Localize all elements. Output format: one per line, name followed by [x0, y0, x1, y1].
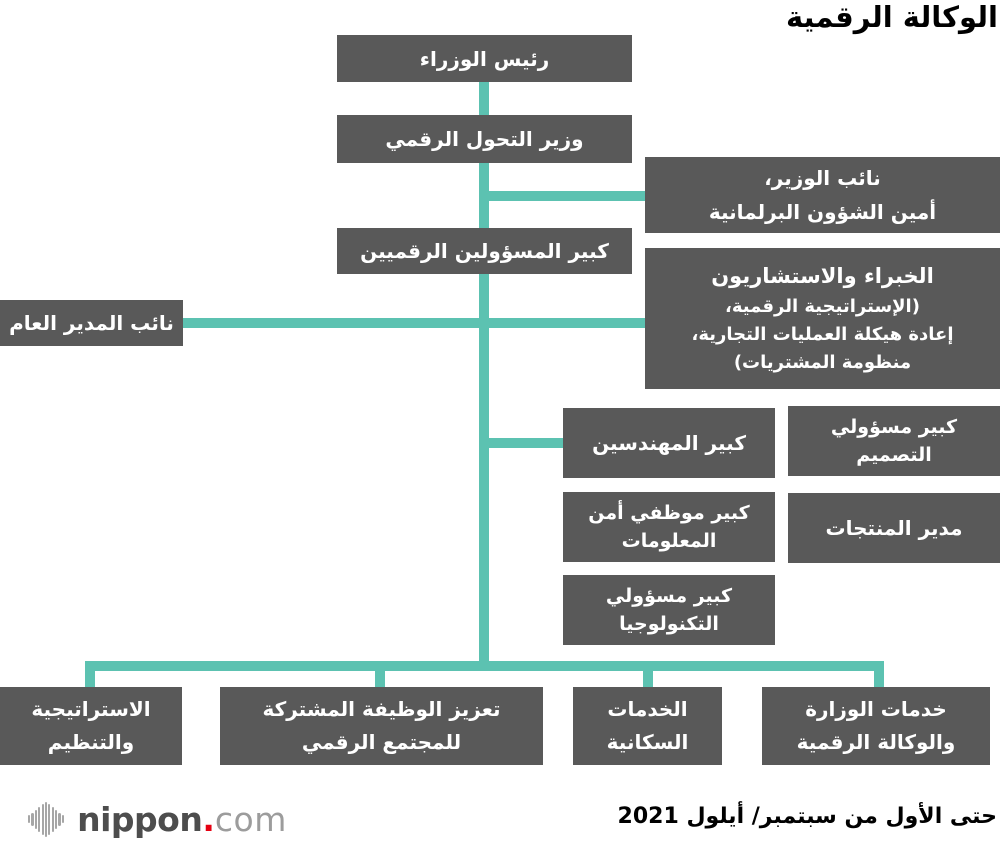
org-box-chief-design-officer: كبير مسؤولي التصميم	[788, 406, 1000, 476]
org-box-label: الخبراء والاستشاريون	[711, 264, 934, 289]
org-box-label: كبير المسؤولين الرقميين	[360, 239, 609, 263]
org-box-deputy-director-general: نائب المدير العام	[0, 300, 183, 346]
org-box-chief-engineers: كبير المهندسين	[563, 408, 775, 478]
org-box-chief-information-security-officer: كبير موظفي أمن المعلومات	[563, 492, 775, 562]
org-box-label: كبير مسؤولي التصميم	[830, 415, 958, 467]
org-box-product-manager: مدير المنتجات	[788, 493, 1000, 563]
org-box-digital-society-common-function: تعزيز الوظيفة المشتركة للمجتمع الرقمي	[220, 687, 543, 765]
logo-dot: .	[202, 799, 215, 839]
org-box-population-services: الخدمات السكانية	[573, 687, 722, 765]
date-footnote: حتى الأول من سبتمبر/ أيلول 2021	[617, 804, 997, 829]
org-box-label: الخدمات السكانية	[606, 697, 689, 754]
org-box-label: كبير مسؤولي التكنولوجيا	[605, 584, 733, 636]
org-box-prime-minister: رئيس الوزراء	[337, 35, 632, 82]
soundwave-icon	[28, 801, 65, 837]
connector-bottom-rail	[85, 661, 884, 671]
org-box-label: رئيس الوزراء	[419, 46, 550, 71]
logo-wordmark: nippon	[77, 799, 203, 839]
connector-drop-population-services	[643, 661, 653, 687]
connector-branch-chief-engineers	[489, 438, 563, 448]
org-box-label: وزير التحول الرقمي	[385, 127, 584, 151]
connector-drop-common-function	[375, 661, 385, 687]
connector-drop-ministry-services	[874, 661, 884, 687]
org-box-deputy-minister: نائب الوزير، أمين الشؤون البرلمانية	[645, 157, 1000, 233]
page-title: الوكالة الرقمية	[785, 0, 998, 34]
org-box-digital-transformation-minister: وزير التحول الرقمي	[337, 115, 632, 163]
org-box-label: نائب المدير العام	[9, 311, 174, 335]
org-box-experts-consultants: الخبراء والاستشاريون (الإستراتيجية الرقم…	[645, 248, 1000, 389]
org-box-label: كبير موظفي أمن المعلومات	[588, 501, 750, 553]
logo-tld: com	[214, 799, 287, 839]
org-box-strategy-and-organization: الاستراتيجية والتنظيم	[0, 687, 182, 765]
org-box-sublabel: (الإستراتيجية الرقمية، إعادة هيكلة العمل…	[691, 295, 954, 373]
org-box-label: خدمات الوزارة والوكالة الرقمية	[796, 697, 956, 754]
org-box-label: تعزيز الوظيفة المشتركة للمجتمع الرقمي	[262, 697, 501, 754]
org-box-label: الاستراتيجية والتنظيم	[31, 697, 151, 754]
org-box-label: نائب الوزير، أمين الشؤون البرلمانية	[708, 166, 937, 224]
connector-pm-to-minister	[479, 82, 489, 115]
org-box-label: كبير المهندسين	[592, 431, 746, 455]
connector-central-spine	[479, 274, 489, 671]
connector-deputy-dg-to-experts	[183, 318, 645, 328]
org-box-chief-digital-officers: كبير المسؤولين الرقميين	[337, 228, 632, 274]
nippon-com-logo: nippon . com	[28, 796, 287, 842]
org-box-chief-technology-officer: كبير مسؤولي التكنولوجيا	[563, 575, 775, 645]
connector-drop-strategy	[85, 661, 95, 687]
org-box-label: مدير المنتجات	[825, 516, 963, 540]
connector-branch-deputy-minister	[484, 191, 645, 201]
org-box-ministry-and-agency-services: خدمات الوزارة والوكالة الرقمية	[762, 687, 990, 765]
